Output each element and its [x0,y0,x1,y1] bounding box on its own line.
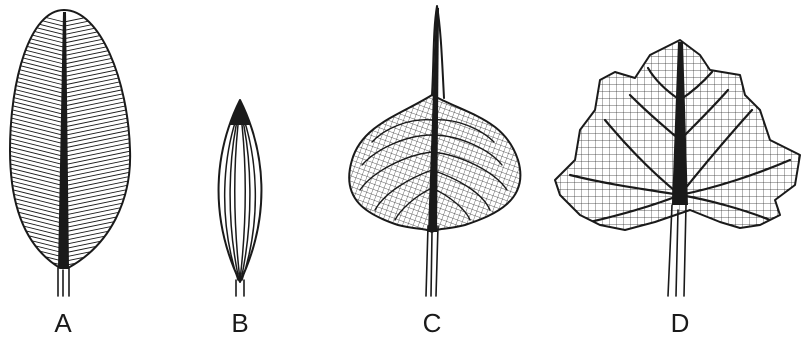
leaf-a [8,8,132,296]
leaf-b [219,99,262,296]
leaf-c-petiole [426,226,438,296]
leaf-a-petiole [58,268,69,296]
leaf-c [340,6,530,296]
leaf-a-label: A [54,308,72,338]
leaf-d-label: D [671,308,690,338]
leaf-b-tip [230,99,250,125]
leaf-b-label: B [231,308,248,338]
leaf-c-label: C [423,308,442,338]
leaf-d [550,35,805,296]
leaf-d-petiole [668,205,686,296]
